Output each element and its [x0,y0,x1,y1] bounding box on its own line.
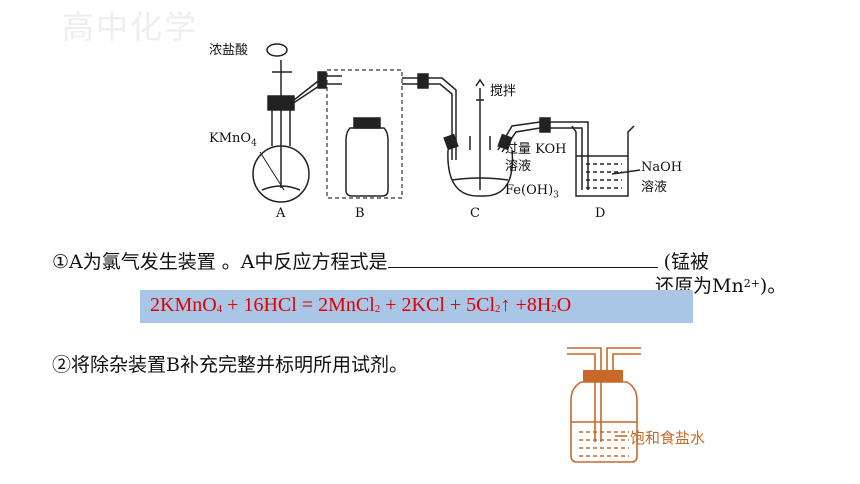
question-1-tail: (锰被 [663,251,709,273]
answer-equation: 2KMnO4 + 16HCl = 2MnCl2 + 2KCl + 5Cl2↑ +… [150,294,571,317]
label-koh-2: 溶液 [505,159,532,174]
label-kmno4: KMnO4 [209,131,257,149]
wash-bottle-drawing [567,347,641,463]
label-c: C [470,206,480,221]
eq-part-2: + 16HCl = 2MnCl [222,294,375,316]
q1-line2-sup: 2+ [743,277,760,290]
flask-a [252,43,323,203]
eq-part-3: + 2KCl + 5Cl [380,294,496,316]
saturated-brine-label: 饱和食盐水 [630,429,706,447]
feoh3-sub: 3 [553,190,559,201]
bottle-b [345,117,389,197]
kmno4-sub: 4 [251,138,257,149]
label-d: D [595,206,606,221]
eq-sub-1: 4 [216,303,223,315]
eq-part-5: O [556,294,572,316]
apparatus-diagram [252,43,641,203]
flask-c [443,78,541,197]
label-naoh-2: 溶液 [641,180,668,195]
eq-sub-2: 2 [374,303,381,315]
label-conc-hcl: 浓盐酸 [209,43,249,58]
watermark-text: 高中化学 [62,8,199,46]
eq-part-1: 2KMnO [150,294,217,316]
answer-highlight [140,290,693,323]
kmno4-main: KMnO [209,131,252,146]
question-1: ①A为氯气发生装置 。A中反应方程式是 (锰被 [52,247,709,274]
question-2: ②将除杂装置B补充完整并标明所用试剂。 [52,354,408,376]
eq-sub-3: 2 [495,303,501,315]
label-b: B [355,206,365,221]
label-feoh3: Fe(OH)3 [505,183,559,201]
feoh3-main: Fe(OH) [505,183,554,198]
label-koh-1: 过量 KOH [505,142,567,157]
box-b [326,69,403,199]
answer-blank [387,251,658,268]
q1-line2-post: )。 [759,275,787,297]
eq-sub-4: 2 [551,303,557,315]
label-naoh-1: NaOH [641,160,683,175]
label-a: A [276,206,286,221]
beaker-d [571,125,641,197]
eq-part-4: ↑ +8H [500,294,552,316]
label-stir: 搅拌 [490,84,517,99]
question-1-text: ①A为氯气发生装置 。A中反应方程式是 [52,251,388,273]
